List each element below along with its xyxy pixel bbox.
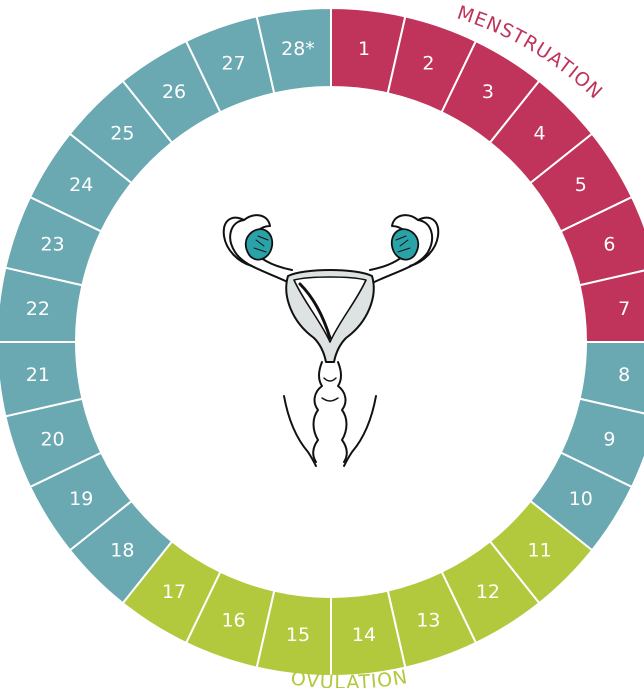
day-label-18: 18: [110, 540, 134, 562]
day-label-13: 13: [416, 609, 440, 631]
day-label-14: 14: [352, 624, 376, 646]
day-label-3: 3: [482, 81, 494, 103]
day-label-17: 17: [162, 581, 186, 603]
day-label-10: 10: [569, 488, 593, 510]
day-label-28: 28*: [281, 38, 315, 60]
day-label-24: 24: [69, 174, 93, 196]
day-label-4: 4: [534, 122, 546, 144]
day-label-9: 9: [603, 428, 615, 450]
day-label-12: 12: [476, 581, 500, 603]
day-label-16: 16: [221, 609, 245, 631]
day-label-19: 19: [69, 488, 93, 510]
left-ovary: [246, 229, 273, 260]
day-label-1: 1: [358, 38, 370, 60]
day-label-26: 26: [162, 81, 186, 103]
day-label-21: 21: [26, 364, 50, 386]
day-label-2: 2: [422, 53, 434, 75]
day-label-15: 15: [286, 624, 310, 646]
day-label-7: 7: [618, 298, 630, 320]
day-label-11: 11: [528, 540, 552, 562]
day-label-8: 8: [618, 364, 630, 386]
day-label-5: 5: [575, 174, 587, 196]
day-label-23: 23: [40, 234, 64, 256]
day-label-25: 25: [110, 122, 134, 144]
day-label-6: 6: [603, 234, 615, 256]
day-label-27: 27: [221, 53, 245, 75]
right-ovary: [392, 229, 419, 260]
day-label-20: 20: [40, 428, 64, 450]
day-label-22: 22: [26, 298, 50, 320]
